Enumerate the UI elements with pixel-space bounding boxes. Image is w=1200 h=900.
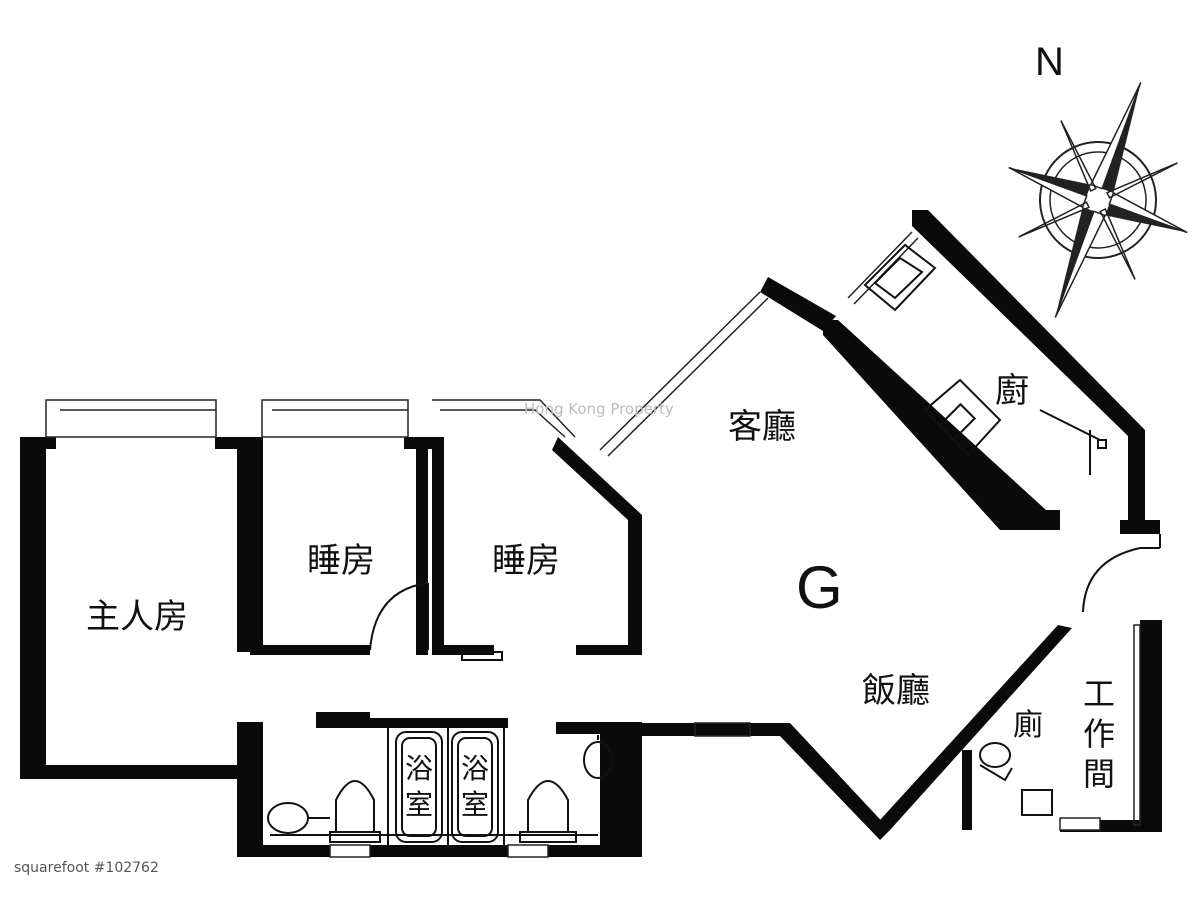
master-bedroom-label: 主人房 xyxy=(86,597,188,637)
bedroom-door-arc xyxy=(369,582,429,651)
watermark: Hong Kong Property xyxy=(524,400,674,418)
walls xyxy=(20,210,1162,857)
doors xyxy=(369,534,1161,661)
bedroom-1-label: 睡房 xyxy=(307,541,375,581)
kitchen-label: 廚 xyxy=(995,371,1029,411)
dining-room-label: 飯廳 xyxy=(862,671,930,711)
windows xyxy=(45,231,1141,858)
fixtures xyxy=(267,243,1107,845)
svg-text:浴: 浴 xyxy=(461,752,489,785)
footer-id: squarefoot #102762 xyxy=(14,860,159,876)
svg-text:工: 工 xyxy=(1083,675,1115,713)
compass-rose-icon xyxy=(1008,82,1188,318)
svg-text:作: 作 xyxy=(1083,715,1115,753)
svg-text:間: 間 xyxy=(1083,755,1115,793)
bathroom-1-label: 浴 室 xyxy=(405,752,433,821)
bedroom-2-label: 睡房 xyxy=(492,541,560,581)
entrance-door-arc xyxy=(1082,547,1141,613)
unit-label: G xyxy=(796,554,843,621)
utility-room-label: 工 作 間 xyxy=(1083,675,1115,793)
living-room-label: 客廳 xyxy=(728,407,796,447)
svg-text:浴: 浴 xyxy=(405,752,433,785)
compass-north-label: N xyxy=(1035,40,1064,84)
svg-text:室: 室 xyxy=(405,788,433,821)
bathroom-2-label: 浴 室 xyxy=(461,752,489,821)
toilet-label: 廁 xyxy=(1013,708,1043,743)
svg-text:室: 室 xyxy=(461,788,489,821)
